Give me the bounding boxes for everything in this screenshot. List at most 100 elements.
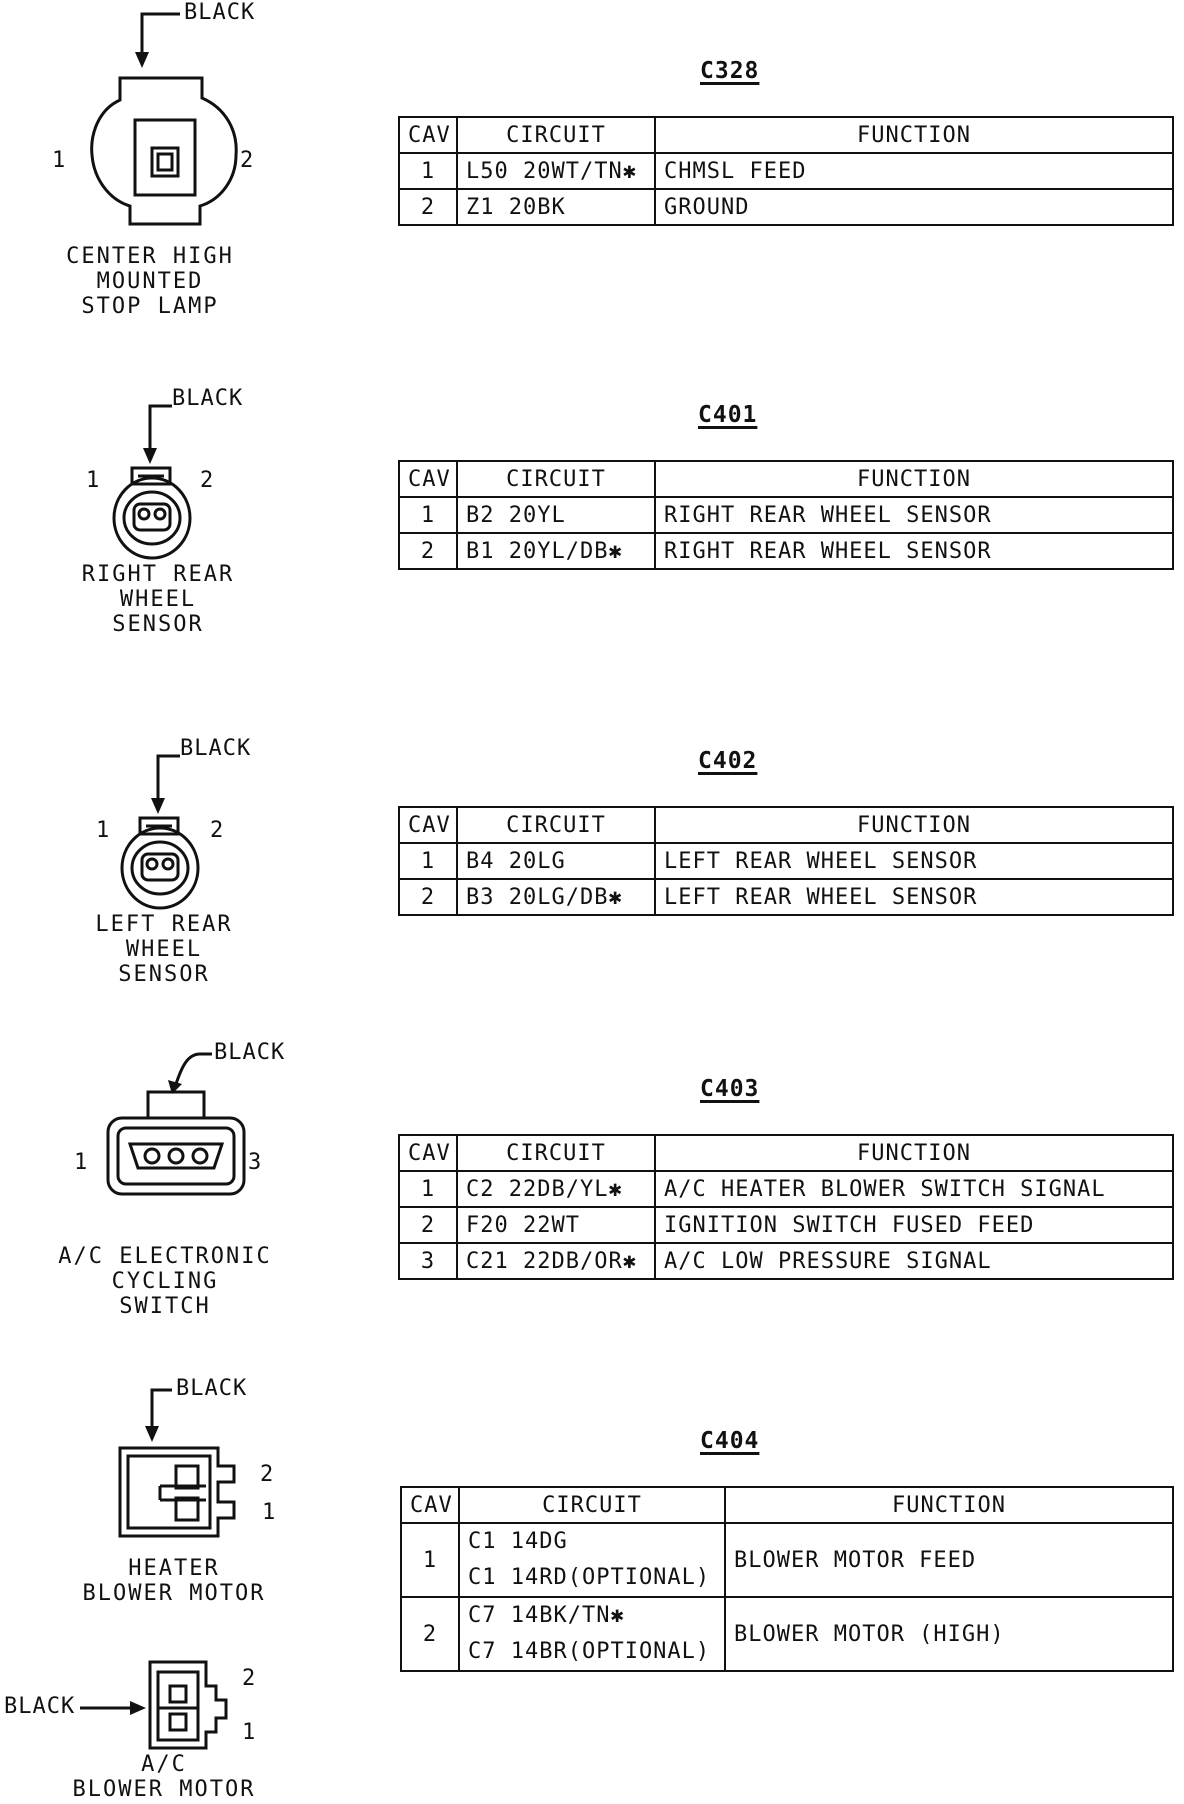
c402-header-function: FUNCTION (654, 806, 1174, 844)
c404-heater-terminal-bottom (174, 1496, 200, 1522)
c401-caption-line-1: RIGHT REAR (81, 562, 235, 587)
c401-caption: RIGHT REAR WHEEL SENSOR (48, 562, 268, 637)
c402-pin-hole-2 (161, 857, 175, 871)
circuit-cell: B2 20YL (456, 496, 656, 534)
c403-color-label: BLACK (214, 1040, 286, 1065)
c328-table: CAV CIRCUIT FUNCTION 1 L50 20WT/TN✱ CHMS… (398, 116, 1174, 226)
c404-heater-terminal-top (174, 1464, 200, 1490)
c402-color-label: BLACK (180, 736, 252, 761)
c403-pin-1: 1 (74, 1150, 89, 1175)
c402-caption-line-3: SENSOR (118, 962, 210, 987)
c402-caption-line-1: LEFT REAR (95, 912, 233, 937)
connector-c328-section: BLACK 1 2 CENTER HIGH MOUNTED STOP LAMP … (0, 0, 1184, 320)
c328-title: C328 (700, 58, 760, 84)
c401-header-circuit: CIRCUIT (456, 460, 656, 498)
function-cell: LEFT REAR WHEEL SENSOR (654, 878, 1174, 916)
c402-header-cav: CAV (398, 806, 458, 844)
c403-pin-hole-1 (143, 1147, 161, 1165)
cav-cell: 1 (398, 842, 458, 880)
c403-header-cav: CAV (398, 1134, 458, 1172)
c404-ac-color-label: BLACK (4, 1694, 76, 1719)
cav-cell: 1 (400, 1522, 460, 1598)
c328-terminal (150, 146, 180, 178)
c401-header-cav: CAV (398, 460, 458, 498)
c401-table-header: CAV CIRCUIT FUNCTION (398, 460, 1174, 498)
c401-caption-line-2: WHEEL (119, 587, 197, 612)
function-cell: GROUND (654, 188, 1174, 226)
cav-cell: 3 (398, 1242, 458, 1280)
circuit-cell: F20 22WT (456, 1206, 656, 1244)
table-row: 2 F20 22WT IGNITION SWITCH FUSED FEED (398, 1206, 1174, 1244)
c404-heater-color-label: BLACK (176, 1376, 248, 1401)
c404-ac-terminal-bottom (168, 1712, 188, 1732)
function-cell: BLOWER MOTOR FEED (724, 1522, 1174, 1598)
table-row: 1 L50 20WT/TN✱ CHMSL FEED (398, 152, 1174, 190)
connector-c404-section: BLACK 2 1 HEATER BLOWER MOTOR BLACK 2 1 … (0, 1376, 1184, 1804)
c328-caption-line-1: CENTER HIGH (66, 244, 234, 269)
function-cell: BLOWER MOTOR (HIGH) (724, 1596, 1174, 1672)
c404-ac-housing-inner (156, 1670, 200, 1742)
c402-caption: LEFT REAR WHEEL SENSOR (54, 912, 274, 987)
c401-caption-line-3: SENSOR (112, 612, 204, 637)
c404-heater-caption-line-2: BLOWER MOTOR (82, 1581, 266, 1606)
c328-housing-outline (90, 76, 238, 226)
c403-pin-3: 3 (248, 1150, 263, 1175)
circuit-line: C7 14BR(OPTIONAL) (468, 1639, 711, 1664)
c328-color-label: BLACK (184, 0, 256, 25)
c328-caption-line-3: STOP LAMP (81, 294, 219, 319)
connector-c401-section: BLACK 1 2 RIGHT REAR WHEEL SENSOR C401 C… (0, 386, 1184, 650)
c404-ac-arrowhead (130, 1701, 146, 1715)
circuit-cell: B4 20LG (456, 842, 656, 880)
function-cell: LEFT REAR WHEEL SENSOR (654, 842, 1174, 880)
c404-ac-connector-drawing (80, 1660, 228, 1750)
cav-cell: 2 (400, 1596, 460, 1672)
c401-pin-hole-2 (153, 507, 167, 521)
c401-pin-2: 2 (200, 468, 215, 493)
c401-color-label: BLACK (172, 386, 244, 411)
c404-header-cav: CAV (400, 1486, 460, 1524)
circuit-line: C7 14BK/TN✱ (468, 1603, 625, 1628)
circuit-cell: B1 20YL/DB✱ (456, 532, 656, 570)
function-cell: A/C HEATER BLOWER SWITCH SIGNAL (654, 1170, 1174, 1208)
table-row: 2 B1 20YL/DB✱ RIGHT REAR WHEEL SENSOR (398, 532, 1174, 570)
function-cell: A/C LOW PRESSURE SIGNAL (654, 1242, 1174, 1280)
c401-header-function: FUNCTION (654, 460, 1174, 498)
c404-ac-pin-2: 2 (242, 1666, 257, 1691)
c402-pin-1: 1 (96, 818, 111, 843)
cav-cell: 1 (398, 152, 458, 190)
c403-caption-line-2: CYCLING (111, 1269, 219, 1294)
table-row: 1 B4 20LG LEFT REAR WHEEL SENSOR (398, 842, 1174, 880)
c404-ac-terminal-top (168, 1684, 188, 1704)
c402-header-circuit: CIRCUIT (456, 806, 656, 844)
c401-terminal-block (132, 502, 172, 532)
table-row: 1 B2 20YL RIGHT REAR WHEEL SENSOR (398, 496, 1174, 534)
c401-color-arrow (148, 404, 172, 454)
c404-header-function: FUNCTION (724, 1486, 1174, 1524)
c402-pin-hole-1 (145, 857, 159, 871)
c403-latch (146, 1090, 206, 1120)
c403-caption-line-3: SWITCH (119, 1294, 211, 1319)
c328-pin-2: 2 (240, 148, 255, 173)
function-cell: RIGHT REAR WHEEL SENSOR (654, 532, 1174, 570)
function-cell: IGNITION SWITCH FUSED FEED (654, 1206, 1174, 1244)
c404-heater-caption-line-1: HEATER (128, 1556, 220, 1581)
circuit-cell: C7 14BK/TN✱ C7 14BR(OPTIONAL) (458, 1596, 726, 1672)
c328-terminal-core (156, 152, 174, 172)
c404-ac-pin-1: 1 (242, 1720, 257, 1745)
c403-housing-outline (106, 1116, 246, 1196)
c328-pin-1: 1 (52, 148, 67, 173)
c403-pin-hole-2 (167, 1147, 185, 1165)
table-row: 2 B3 20LG/DB✱ LEFT REAR WHEEL SENSOR (398, 878, 1174, 916)
c404-title: C404 (700, 1428, 760, 1454)
c403-color-arrow (174, 1052, 212, 1085)
cav-cell: 1 (398, 1170, 458, 1208)
c403-terminal-cavity (127, 1142, 225, 1170)
c402-pin-2: 2 (210, 818, 225, 843)
c403-table-header: CAV CIRCUIT FUNCTION (398, 1134, 1174, 1172)
c401-connector-drawing (112, 404, 192, 560)
c403-title: C403 (700, 1076, 760, 1102)
c402-color-arrow (156, 754, 180, 804)
c328-caption: CENTER HIGH MOUNTED STOP LAMP (40, 244, 260, 319)
c401-latch (130, 466, 172, 486)
c403-header-circuit: CIRCUIT (456, 1134, 656, 1172)
